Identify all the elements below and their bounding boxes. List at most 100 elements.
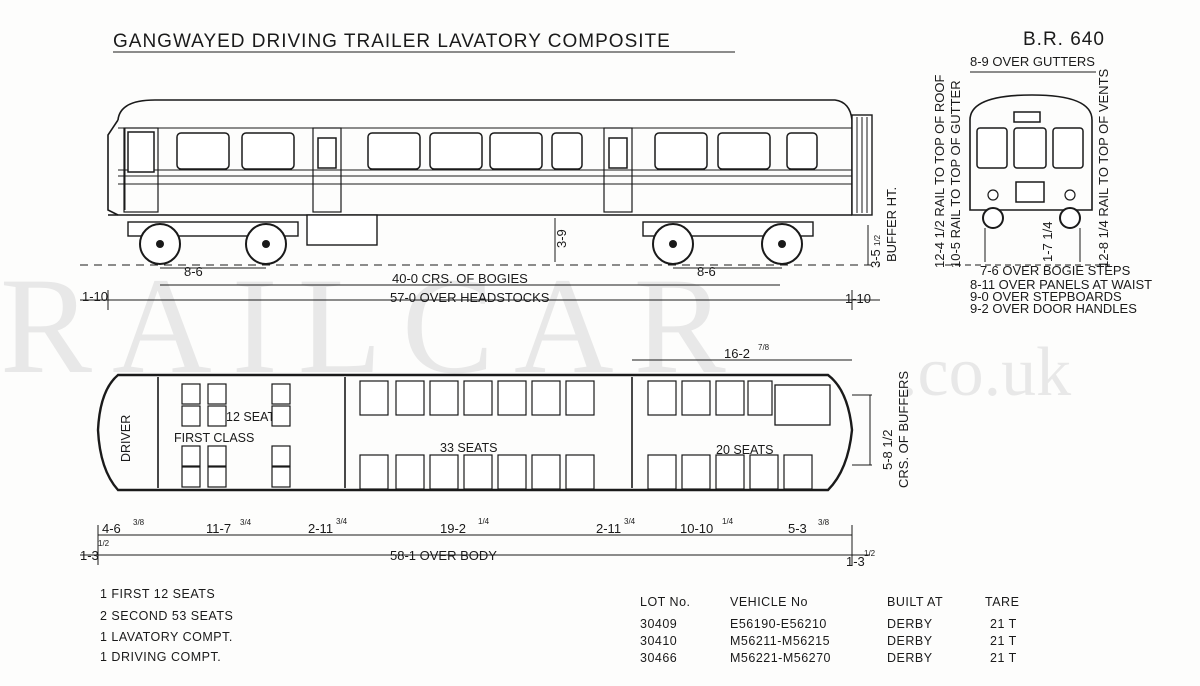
- table-cell: DERBY: [887, 651, 933, 665]
- table-header: VEHICLE No: [730, 595, 808, 609]
- end-window-right: [1052, 127, 1084, 169]
- plan-view: DRIVER 12 SEATS FIRST CLASS 33 SEATS 20 …: [80, 343, 911, 569]
- dim-lav: 16-2: [724, 346, 750, 361]
- side-windows: [176, 132, 818, 170]
- accommodation-item: 2 SECOND 53 SEATS: [100, 609, 233, 623]
- diagram-title: GANGWAYED DRIVING TRAILER LAVATORY COMPO…: [113, 31, 671, 52]
- svg-text:3/4: 3/4: [336, 517, 348, 526]
- dim-plan-5: 2-11: [596, 521, 621, 536]
- accommodation-item: 1 FIRST 12 SEATS: [100, 587, 215, 601]
- table-cell: 21 T: [990, 651, 1017, 665]
- table-cell: 30410: [640, 634, 677, 648]
- bogie-left: [127, 221, 299, 265]
- end-body-outline: [969, 94, 1093, 211]
- table-cell: DERBY: [887, 617, 933, 631]
- dim-rail-to-gutter: 10-5 RAIL TO TOP OF GUTTER: [948, 80, 963, 268]
- end-window-centre: [1013, 127, 1047, 169]
- dim-overhang-left: 1-10: [82, 289, 108, 304]
- buffer-height-label: BUFFER HT.: [884, 187, 899, 262]
- accommodation-list: 1 FIRST 12 SEATS 2 SECOND 53 SEATS 1 LAV…: [100, 587, 233, 664]
- plan-first-seats: 12 SEATS: [226, 410, 283, 424]
- side-door-1: [312, 127, 342, 213]
- dim-buffer-height: 3-5: [868, 249, 883, 268]
- dim-bogie-left: 8-6: [184, 264, 203, 279]
- side-roof: [117, 99, 853, 215]
- dim-bogie-centres: 40-0 CRS. OF BOGIES: [392, 271, 528, 286]
- dim-bogie-right: 8-6: [697, 264, 716, 279]
- svg-text:1/4: 1/4: [478, 517, 490, 526]
- plan-mid-seats: 33 SEATS: [440, 441, 497, 455]
- svg-text:3/8: 3/8: [818, 518, 830, 527]
- battery-box: [306, 214, 378, 246]
- gangway-bellows: [851, 114, 873, 216]
- end-view: 8-9 OVER GUTTERS 12-4 1/2 RAIL TO TOP OF…: [932, 54, 1152, 316]
- seats-second-mid: [359, 380, 595, 490]
- diagram-number: B.R. 640: [1023, 29, 1105, 50]
- plan-driver: DRIVER: [119, 415, 133, 462]
- table-cell: DERBY: [887, 634, 933, 648]
- plan-first-class: FIRST CLASS: [174, 431, 254, 445]
- dim-end-width-4: 9-2 OVER DOOR HANDLES: [970, 301, 1137, 316]
- dim-plan-4: 19-2: [440, 521, 466, 536]
- svg-text:3/8: 3/8: [133, 518, 145, 527]
- lavatory: [774, 384, 831, 426]
- dim-lav-frac: 7/8: [758, 343, 770, 352]
- accommodation-item: 1 LAVATORY COMPT.: [100, 630, 233, 644]
- dim-over-gutters: 8-9 OVER GUTTERS: [970, 54, 1095, 69]
- dim-end-small: 1-7 1/4: [1040, 222, 1055, 262]
- watermark-main: RAILCAR: [0, 249, 746, 402]
- end-window-left: [976, 127, 1008, 169]
- end-buffer-right: [1059, 207, 1081, 229]
- dim-buffer-centres: 5-8 1/2: [880, 430, 895, 470]
- dim-end-width-2: 8-11 OVER PANELS AT WAIST: [970, 277, 1152, 292]
- table-cell: 30409: [640, 617, 677, 631]
- svg-text:1/2: 1/2: [98, 539, 110, 548]
- accommodation-item: 1 DRIVING COMPT.: [100, 650, 221, 664]
- side-cab-door: [123, 127, 159, 213]
- dim-plan-1: 4-6: [102, 521, 121, 536]
- dim-over-body: 58-1 OVER BODY: [390, 548, 497, 563]
- table-header: LOT No.: [640, 595, 691, 609]
- dim-buffer-height-frac: 1/2: [873, 234, 882, 246]
- buffer-centres-label: CRS. OF BUFFERS: [896, 371, 911, 488]
- table-cell: M56211-M56215: [730, 634, 830, 648]
- svg-text:3/4: 3/4: [240, 518, 252, 527]
- table-header: BUILT AT: [887, 595, 943, 609]
- side-elevation: 8-6 40-0 CRS. OF BOGIES 8-6 57-0 OVER HE…: [80, 99, 899, 310]
- svg-text:1/2: 1/2: [864, 549, 876, 558]
- seats-second-rear: [647, 380, 813, 490]
- table-cell: 30466: [640, 651, 677, 665]
- svg-text:1/4: 1/4: [722, 517, 734, 526]
- side-cab-front: [107, 119, 119, 216]
- bogie-right: [642, 221, 814, 265]
- seats-first: [181, 383, 291, 488]
- side-door-2: [603, 127, 633, 213]
- dim-end-left: 1-3: [80, 548, 99, 563]
- end-buffer-left: [982, 207, 1004, 229]
- dim-plan-7: 5-3: [788, 521, 807, 536]
- table-header: TARE: [985, 595, 1019, 609]
- dim-plan-6: 10-10: [680, 521, 713, 536]
- dim-plan-3: 2-11: [308, 521, 333, 536]
- dim-plan-2: 11-7: [206, 521, 231, 536]
- watermark-suffix: .co.uk: [900, 334, 1071, 411]
- dim-rail-to-vents: 12-8 1/4 RAIL TO TOP OF VENTS: [1096, 68, 1111, 268]
- plan-body-outline: [96, 373, 854, 492]
- dim-end-right: 1-3: [846, 554, 865, 569]
- end-destination-box: [1013, 111, 1041, 123]
- table-cell: 21 T: [990, 634, 1017, 648]
- end-gangway: [1015, 181, 1045, 203]
- dim-end-width-3: 9-0 OVER STEPBOARDS: [970, 289, 1122, 304]
- dim-headstocks: 57-0 OVER HEADSTOCKS: [390, 290, 550, 305]
- side-cab-window: [127, 131, 155, 173]
- table-cell: M56221-M56270: [730, 651, 831, 665]
- svg-text:3/4: 3/4: [624, 517, 636, 526]
- dim-rail-to-roof: 12-4 1/2 RAIL TO TOP OF ROOF: [932, 75, 947, 268]
- dim-end-width-1: 7-6 OVER BOGIE STEPS: [980, 263, 1131, 278]
- dim-overhang-right: 1-10: [845, 291, 871, 306]
- table-cell: 21 T: [990, 617, 1017, 631]
- lots-table: LOT No. VEHICLE No BUILT AT TARE 30409 E…: [640, 595, 1019, 665]
- plan-rear-seats: 20 SEATS: [716, 443, 773, 457]
